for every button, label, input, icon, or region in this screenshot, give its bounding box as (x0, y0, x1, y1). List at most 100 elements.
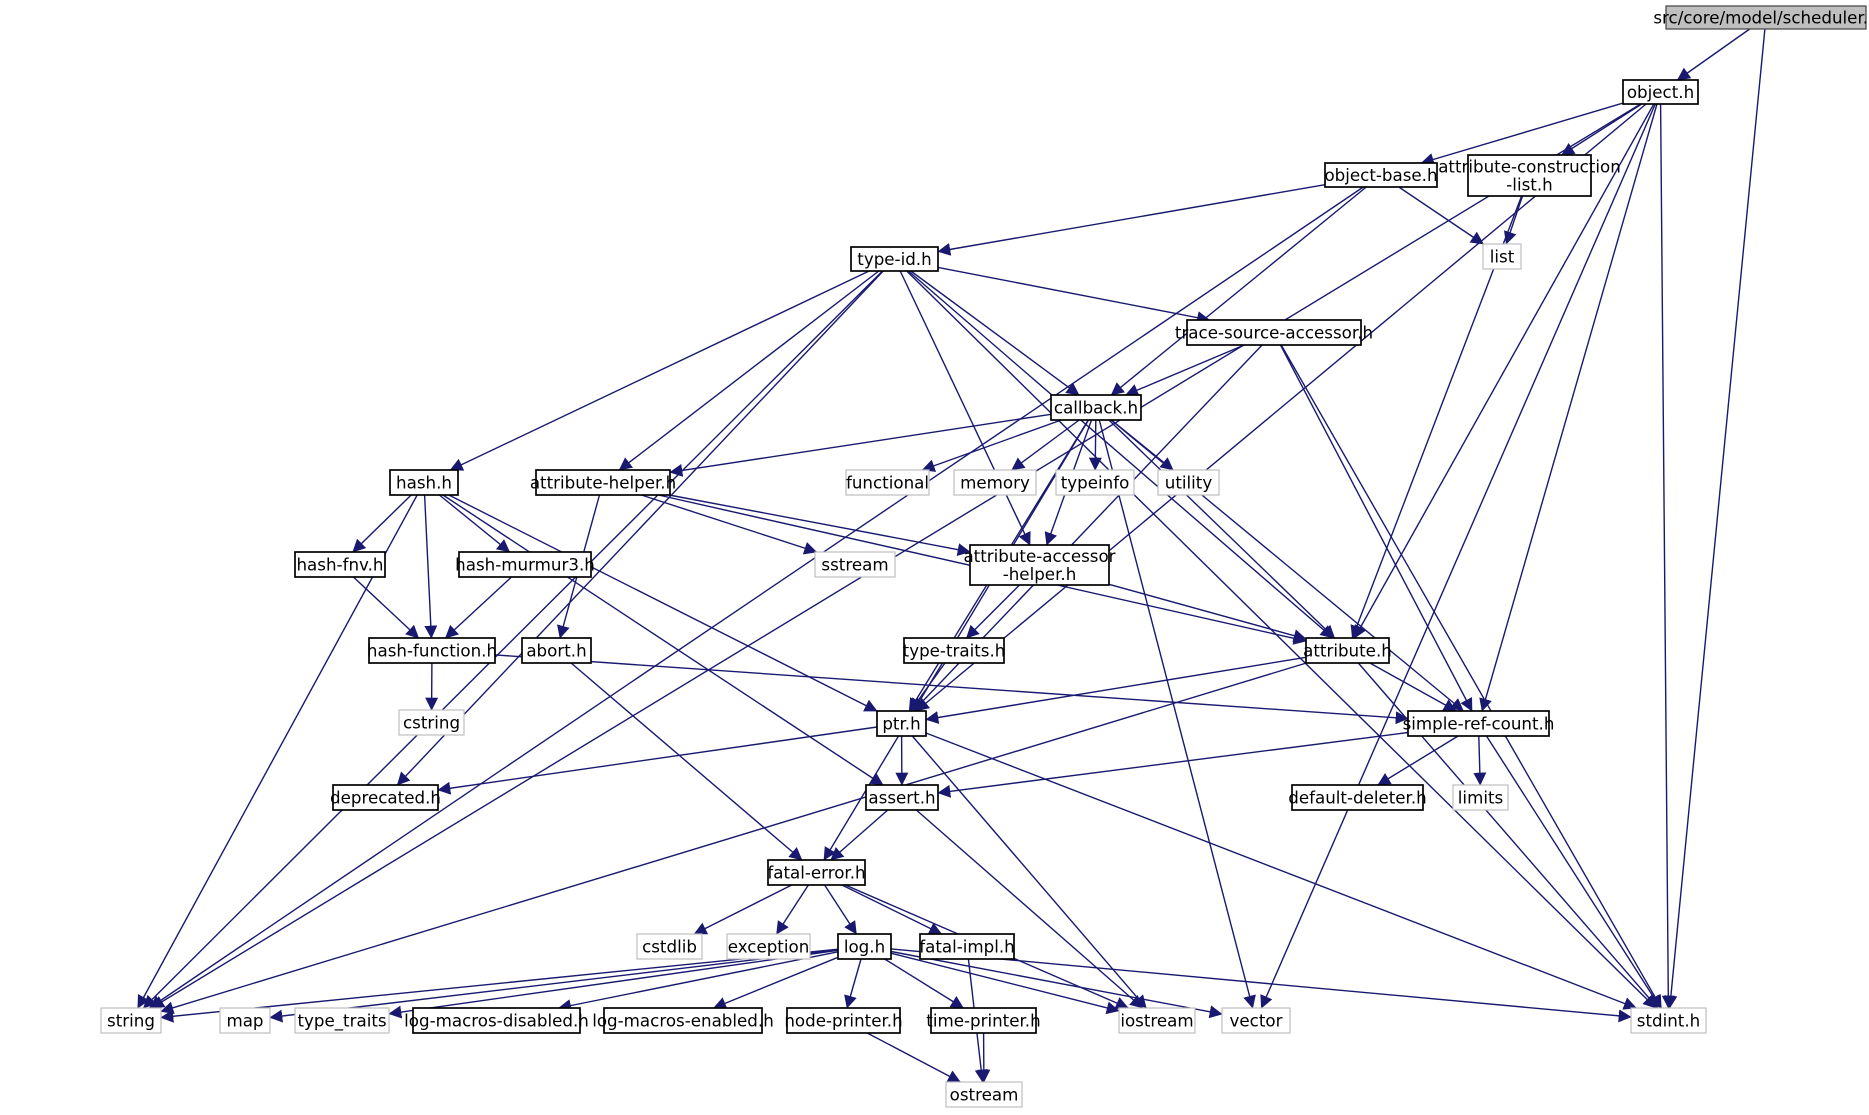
node-label: fatal-error.h (767, 863, 865, 883)
edge-attr-accessor-to-type-traits-h (966, 584, 1020, 639)
node-box (1324, 162, 1438, 188)
node-cstring[interactable]: cstring (398, 709, 465, 736)
edge-type-id-h-to-trace-source (937, 266, 1211, 325)
node-box (1407, 710, 1550, 737)
node-type-traits[interactable]: type_traits (294, 1007, 390, 1034)
node-functional[interactable]: functional (845, 469, 930, 496)
node-box (412, 1007, 581, 1034)
node-cstdlib[interactable]: cstdlib (636, 933, 703, 960)
edge-ptr-h-to-deprecated-h (437, 726, 878, 795)
node-label: attribute.h (1303, 641, 1392, 661)
node-type-traits-h[interactable]: type-traits.h (903, 637, 1006, 664)
node-fatal-impl[interactable]: fatal-impl.h (919, 933, 1015, 960)
edge-log-h-to-node-printer (844, 958, 862, 1009)
node-hash-function[interactable]: hash-function.h (367, 637, 497, 664)
node-iostream[interactable]: iostream (1118, 1007, 1196, 1034)
node-stdint-h[interactable]: stdint.h (1630, 1007, 1707, 1034)
edge-hash-h-to-hash-murmur (438, 494, 511, 553)
node-box (919, 933, 1015, 960)
node-label: vector (1230, 1011, 1283, 1031)
edge-type-id-h-to-string (143, 270, 883, 1009)
edge-log-h-to-vector (890, 950, 1223, 1019)
node-hash-h[interactable]: hash.h (389, 469, 459, 496)
node-box (969, 544, 1110, 586)
node-box (1291, 784, 1424, 811)
edge-hash-h-to-hash-function (423, 494, 438, 639)
node-assert-h[interactable]: assert.h (865, 784, 939, 811)
node-abort-h[interactable]: abort.h (521, 637, 592, 664)
node-label: time-printer.h (926, 1011, 1040, 1031)
node-log-h[interactable]: log.h (837, 933, 892, 960)
edge-ptr-h-to-iostream (911, 735, 1147, 1009)
edge-simple-ref-to-default-deleter (1377, 735, 1459, 786)
edge-object-base-h-to-callback-h (1110, 186, 1367, 396)
edge-object-h-to-object-base-h (1420, 102, 1624, 166)
node-object-h[interactable]: object.h (1622, 79, 1699, 105)
node-attr-constr[interactable]: attribute-construction-list.h (1438, 154, 1621, 197)
node-memory[interactable]: memory (953, 469, 1037, 496)
node-log-disabled[interactable]: log-macros-disabled.h (404, 1007, 589, 1034)
node-ostream[interactable]: ostream (945, 1081, 1023, 1108)
edge-trace-source-to-callback-h (1125, 344, 1245, 397)
node-label: -list.h (1506, 175, 1552, 195)
node-ptr-h[interactable]: ptr.h (876, 710, 927, 737)
edge-type-id-h-to-deprecated-h (396, 270, 884, 786)
node-label: attribute-construction (1438, 157, 1621, 177)
node-box (521, 637, 592, 664)
node-node-printer[interactable]: node-printer.h (784, 1007, 903, 1034)
node-exception[interactable]: exception (726, 933, 811, 960)
node-box (1467, 154, 1592, 197)
node-simple-ref[interactable]: simple-ref-count.h (1403, 710, 1555, 737)
node-label: callback.h (1054, 398, 1138, 418)
edge-simple-ref-to-stdint-h (1485, 735, 1662, 1009)
edge-attribute-h-to-ptr-h (925, 656, 1307, 724)
node-label: object-base.h (1324, 165, 1437, 185)
node-scheduler-h[interactable]: src/core/model/scheduler.h (1653, 5, 1869, 30)
node-trace-source[interactable]: trace-source-accessor.h (1175, 319, 1373, 346)
node-hash-murmur[interactable]: hash-murmur3.h (455, 551, 595, 578)
edge-assert-h-to-iostream (915, 809, 1144, 1009)
node-sstream[interactable]: sstream (814, 551, 896, 578)
node-object-base-h[interactable]: object-base.h (1324, 162, 1438, 188)
node-time-printer[interactable]: time-printer.h (926, 1007, 1041, 1034)
node-attribute-h[interactable]: attribute.h (1303, 637, 1392, 664)
node-label: simple-ref-count.h (1403, 714, 1555, 734)
node-label: hash-murmur3.h (455, 555, 595, 575)
node-label: utility (1165, 473, 1213, 493)
edge-callback-h-to-typeinfo (1088, 419, 1102, 471)
node-string[interactable]: string (100, 1007, 162, 1034)
node-deprecated-h[interactable]: deprecated.h (330, 784, 441, 811)
node-typeinfo[interactable]: typeinfo (1055, 469, 1135, 496)
node-list[interactable]: list (1482, 243, 1522, 270)
edge-scheduler-h-to-object-h (1676, 28, 1751, 81)
node-vector[interactable]: vector (1221, 1007, 1291, 1034)
node-limits[interactable]: limits (1452, 784, 1509, 811)
node-log-enabled[interactable]: log-macros-enabled.h (592, 1007, 774, 1034)
edge-fatal-error-to-cstdlib (693, 884, 793, 935)
node-box (332, 784, 439, 811)
node-label: log-macros-enabled.h (592, 1011, 774, 1031)
node-default-deleter[interactable]: default-deleter.h (1288, 784, 1427, 811)
node-box (850, 246, 939, 272)
node-attr-helper[interactable]: attribute-helper.h (530, 469, 676, 496)
node-callback-h[interactable]: callback.h (1050, 394, 1142, 421)
edge-object-h-to-attr-constr (1561, 103, 1643, 156)
node-box (953, 469, 1037, 496)
edge-object-base-h-to-list (1398, 186, 1484, 245)
edge-hash-h-to-ptr-h (448, 494, 878, 712)
node-label: src/core/model/scheduler.h (1653, 8, 1869, 28)
edge-abort-h-to-fatal-error (570, 662, 803, 861)
node-map[interactable]: map (219, 1007, 271, 1034)
node-attr-accessor[interactable]: attribute-accessor-helper.h (963, 544, 1116, 586)
node-label: default-deleter.h (1288, 788, 1427, 808)
edge-type-id-h-to-attr-accessor (899, 270, 1031, 546)
edge-node-printer-to-ostream (866, 1032, 961, 1083)
node-hash-fnv[interactable]: hash-fnv.h (294, 551, 386, 578)
node-utility[interactable]: utility (1157, 469, 1220, 496)
node-type-id-h[interactable]: type-id.h (850, 246, 939, 272)
edge-log-h-to-time-printer (884, 958, 964, 1009)
node-fatal-error[interactable]: fatal-error.h (767, 859, 866, 886)
node-box (1622, 79, 1699, 105)
node-label: log.h (844, 937, 885, 957)
edge-type-id-h-to-attribute-h (907, 270, 1334, 639)
